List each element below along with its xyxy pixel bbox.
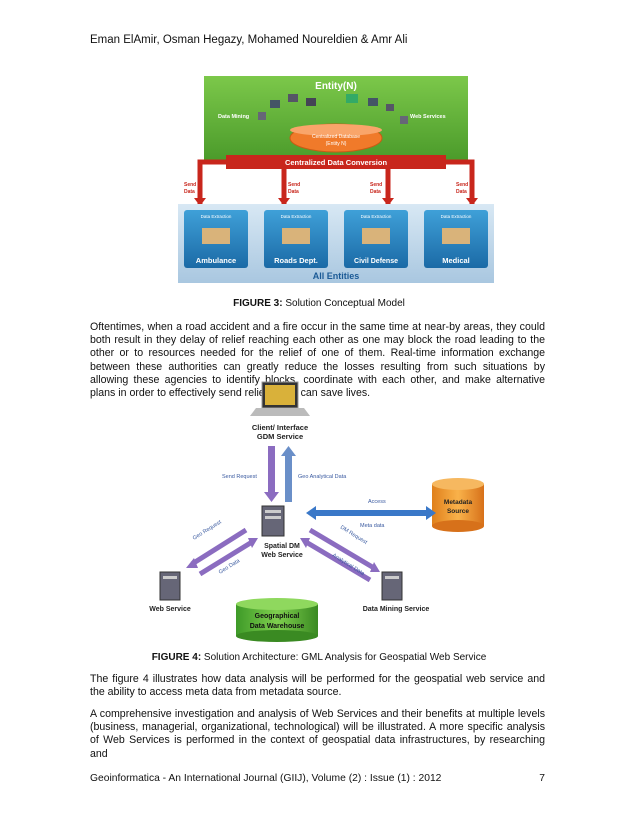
svg-text:Data Extraction: Data Extraction [281,214,312,219]
svg-text:Data: Data [370,189,381,195]
entity-civil-defense: Data Extraction Civil Defense [344,210,408,268]
entity-n-title: Entity(N) [315,81,357,92]
warehouse-label: Geographical [255,613,300,620]
figure-3-caption: FIGURE 3: Solution Conceptual Model [233,298,405,309]
web-service-server-icon [159,571,181,601]
svg-text:Send: Send [288,182,300,188]
entity-boxes: Data Extraction Ambulance Data Extractio… [184,210,488,268]
spatial-label: Spatial DM [264,543,300,550]
paragraph-3: A comprehensive investigation and analys… [90,708,545,760]
svg-text:Data Extraction: Data Extraction [361,214,392,219]
web-services-label: Web Services [410,114,446,120]
send-request-label: Send Request [222,474,257,480]
access-arrow [306,506,436,520]
page-footer: Geoinformatica - An International Journa… [90,773,545,784]
svg-text:Roads Dept.: Roads Dept. [274,256,318,265]
meta-data-label: Meta data [360,523,385,529]
svg-text:Data Extraction: Data Extraction [441,214,472,219]
svg-text:Send: Send [184,182,196,188]
svg-text:Medical: Medical [442,256,470,265]
geo-request-label: Geo Request [192,519,223,542]
conversion-label: Centralized Data Conversion [285,158,388,167]
all-entities-label: All Entities [313,271,360,281]
running-header: Eman ElAmir, Osman Hegazy, Mohamed Noure… [90,34,408,46]
page-number: 7 [539,773,545,784]
paragraph-1: Oftentimes, when a road accident and a f… [90,321,545,400]
svg-text:Data: Data [184,189,195,195]
analytical-data-arrow [300,538,372,583]
central-db-sub: (Entity N) [326,141,347,147]
dm-request-arrow [308,527,380,572]
geo-analytical-label: Geo Analytical Data [298,474,347,480]
paragraph-2: The figure 4 illustrates how data analys… [90,673,545,699]
geo-analytical-arrow [281,446,296,502]
data-mining-service-label: Data Mining Service [363,606,430,613]
journal-citation: Geoinformatica - An International Journa… [90,773,442,784]
send-request-arrow [264,446,279,502]
laptop-icon [250,381,310,416]
spatial-sub: Web Service [261,552,303,559]
figure-3-diagram: Entity(N) Data Mining Web Services Centr… [178,76,494,283]
client-label: Client/ Interface [252,423,308,432]
figure-4-caption: FIGURE 4: Solution Architecture: GML Ana… [151,652,487,663]
svg-text:Ambulance: Ambulance [196,256,236,265]
send-data-arrows [197,159,475,204]
svg-text:Civil Defense: Civil Defense [354,258,398,265]
svg-text:Data: Data [288,189,299,195]
geo-data-arrow [198,538,258,577]
data-mining-label: Data Mining [218,114,249,120]
warehouse-sub: Data Warehouse [250,623,305,630]
metadata-source-cylinder [432,478,484,532]
geo-request-arrow [186,527,248,568]
svg-text:Send: Send [370,182,382,188]
client-sub: GDM Service [257,432,303,441]
figure-4-diagram: Client/ Interface GDM Service Send Reque… [149,381,484,642]
device-icons [258,94,408,124]
central-db-label: Centralized Database [312,134,360,140]
metadata-sub: Source [447,508,469,515]
svg-text:Data: Data [456,189,467,195]
analytical-data-label: Analytical Data [331,553,366,578]
data-mining-server-icon [381,571,403,601]
svg-text:Data Extraction: Data Extraction [201,214,232,219]
entity-ambulance: Data Extraction Ambulance [184,210,248,268]
warehouse-cylinder [236,598,318,642]
metadata-label: Metadata [444,499,473,506]
access-label: Access [368,499,386,505]
conversion-bar [226,155,446,169]
web-service-label: Web Service [149,606,191,613]
svg-text:Send: Send [456,182,468,188]
spatial-server-icon [261,505,285,537]
entity-roads-dept: Data Extraction Roads Dept. [264,210,328,268]
entity-medical: Data Extraction Medical [424,210,488,268]
